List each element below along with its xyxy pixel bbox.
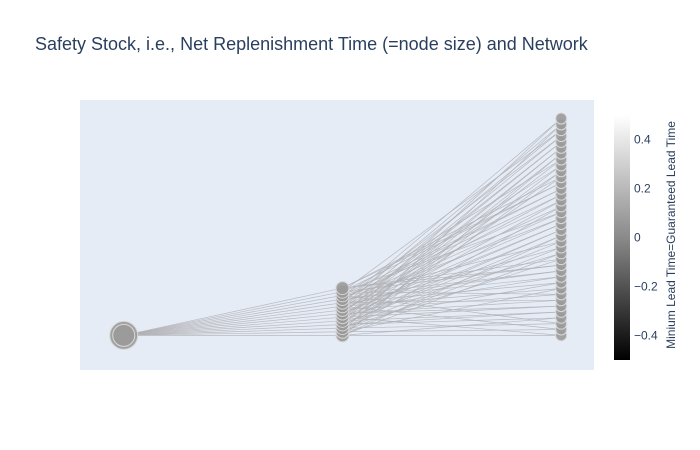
edge bbox=[342, 311, 562, 322]
edge bbox=[342, 165, 562, 333]
colorbar-tick-label: 0.2 bbox=[634, 182, 651, 196]
edge bbox=[342, 270, 562, 296]
edge bbox=[342, 153, 562, 336]
edge bbox=[342, 235, 562, 336]
edge bbox=[342, 194, 562, 300]
chart-title: Safety Stock, i.e., Net Replenishment Ti… bbox=[35, 34, 589, 54]
edge bbox=[123, 302, 343, 336]
edge bbox=[342, 170, 562, 336]
edge bbox=[342, 288, 562, 333]
edge bbox=[123, 327, 343, 336]
edge bbox=[342, 182, 562, 293]
edge bbox=[342, 147, 562, 325]
edge bbox=[342, 247, 562, 333]
node-end bbox=[555, 112, 568, 125]
colorbar-tick-label: −0.2 bbox=[634, 280, 658, 294]
edge bbox=[123, 313, 343, 336]
edge bbox=[123, 291, 343, 336]
edge bbox=[342, 229, 562, 322]
edge bbox=[342, 141, 562, 318]
edge bbox=[123, 320, 343, 336]
edge bbox=[123, 309, 343, 336]
edge bbox=[342, 235, 562, 325]
edge bbox=[342, 311, 562, 325]
edge bbox=[342, 176, 562, 329]
node-source-inner bbox=[112, 323, 136, 347]
edge bbox=[342, 124, 562, 307]
edge bbox=[342, 305, 562, 318]
node-layer bbox=[109, 112, 568, 350]
colorbar-tick-label: −0.4 bbox=[634, 329, 658, 343]
edge bbox=[342, 329, 562, 333]
node-middle bbox=[335, 281, 350, 296]
edge bbox=[123, 305, 343, 336]
edge bbox=[123, 298, 343, 336]
edge bbox=[342, 153, 562, 325]
edge bbox=[342, 241, 562, 329]
edge bbox=[342, 323, 562, 329]
edge bbox=[342, 223, 562, 318]
edge bbox=[123, 316, 343, 336]
edge bbox=[342, 206, 562, 307]
edge bbox=[342, 252, 562, 336]
edge bbox=[342, 293, 562, 311]
colorbar-title: Minium Lead Time=Guaranteed Lead Time bbox=[664, 121, 678, 349]
edge bbox=[342, 118, 562, 322]
colorbar: −0.4 −0.2 0 0.2 0.4 Minium Lead Time=Guarant… bbox=[614, 115, 678, 360]
edge bbox=[342, 200, 562, 303]
colorbar-tick-label: 0 bbox=[634, 231, 641, 245]
edge bbox=[342, 135, 562, 314]
edge bbox=[342, 188, 562, 296]
edge bbox=[342, 299, 562, 314]
edge bbox=[342, 124, 562, 332]
edge bbox=[342, 229, 562, 325]
edge-layer bbox=[123, 118, 562, 336]
edge bbox=[342, 258, 562, 329]
edge bbox=[342, 282, 562, 303]
edge bbox=[342, 118, 562, 303]
edge bbox=[123, 331, 343, 336]
colorbar-gradient bbox=[614, 115, 630, 360]
edge bbox=[123, 295, 343, 336]
edge bbox=[342, 211, 562, 311]
edge bbox=[123, 287, 343, 336]
edge bbox=[342, 147, 562, 322]
edge bbox=[342, 159, 562, 329]
edge bbox=[342, 206, 562, 333]
edge bbox=[123, 324, 343, 336]
edge bbox=[342, 282, 562, 322]
colorbar-tick-label: 0.4 bbox=[634, 133, 651, 147]
edge bbox=[342, 317, 562, 325]
edge bbox=[342, 200, 562, 322]
edge bbox=[342, 317, 562, 336]
